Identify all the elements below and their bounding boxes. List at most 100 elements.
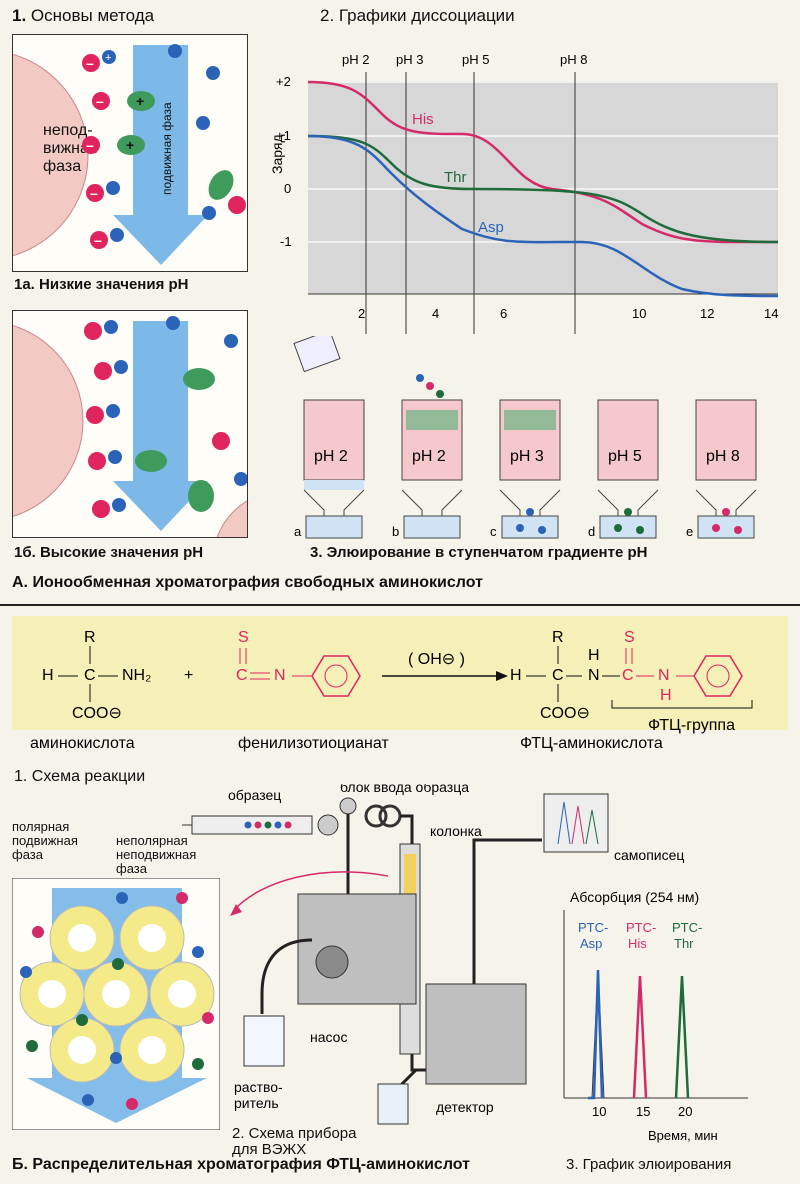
peak-label-asp-l2: Asp xyxy=(580,936,602,951)
panel-1b xyxy=(12,310,248,538)
peak-label-his-l1: PTC- xyxy=(626,920,656,935)
svg-text:+: + xyxy=(184,667,193,684)
curve-asp xyxy=(307,134,779,298)
svg-text:C: C xyxy=(236,667,248,684)
ions-1a: – + – + – + – – xyxy=(82,44,246,249)
panel-1a: подвижная фаза непод- вижная фаза – + – … xyxy=(12,34,248,272)
partition-panel xyxy=(12,878,220,1130)
column-group: pH 2 a pH 2 b pH 3 c pH 5 d xyxy=(293,336,757,539)
analyte-dots xyxy=(20,892,214,1110)
label-aminoacid: аминокислота xyxy=(30,735,135,752)
caption-1b: 1б. Высокие значения pH xyxy=(14,544,204,561)
reaction-scheme: R H C NH₂ COO⊖ + S C N ( OH⊖ ) R H C H N… xyxy=(30,629,753,752)
col-c-ph: pH 3 xyxy=(510,448,544,465)
ytick-plus2: +2 xyxy=(276,74,291,89)
label-solvent-l2: ритель xyxy=(234,1095,279,1111)
caption-b2: 2. Схема прибора для ВЭЖХ xyxy=(232,1125,357,1158)
stationary-label-1a-l1: непод- xyxy=(43,122,93,139)
svg-text:R: R xyxy=(552,629,564,646)
svg-text:S: S xyxy=(238,629,249,646)
xtick-2: 2 xyxy=(358,306,365,321)
label-thr: Thr xyxy=(444,169,467,186)
peak-label-thr-l2: Thr xyxy=(674,936,694,951)
xtick-12: 12 xyxy=(700,306,714,321)
peak-his xyxy=(632,975,648,1099)
label-detector: детектор xyxy=(436,1099,494,1115)
elution-xtick-15: 15 xyxy=(636,1104,650,1119)
ph-marker-8: pH 8 xyxy=(560,52,587,67)
ytick-minus1: -1 xyxy=(280,234,292,249)
caption-b3: 3. График элюирования xyxy=(566,1156,732,1173)
svg-text:COO⊖: COO⊖ xyxy=(540,705,590,722)
xtick-4: 4 xyxy=(432,306,439,321)
peak-asp xyxy=(588,969,604,1100)
elution-columns: pH 2 a pH 2 b pH 3 c pH 5 d xyxy=(293,336,757,539)
svg-text:COO⊖: COO⊖ xyxy=(72,705,122,722)
x-ticks: 2 4 6 10 12 14 xyxy=(358,306,778,321)
frac-a: a xyxy=(294,524,302,539)
frac-b: b xyxy=(392,524,399,539)
caption-b1: 1. Схема реакции xyxy=(14,768,146,785)
svg-text:+: + xyxy=(105,52,111,64)
svg-text:N: N xyxy=(658,667,670,684)
svg-text:–: – xyxy=(96,93,104,109)
elution-y-label: Абсорбция (254 нм) xyxy=(570,889,699,905)
xtick-10: 10 xyxy=(632,306,646,321)
peak-label-asp-l1: PTC- xyxy=(578,920,608,935)
label-his: His xyxy=(412,111,434,128)
label-polar: полярная подвижная фаза xyxy=(12,819,78,862)
stationary-label-1a-l3: фаза xyxy=(43,158,81,175)
col-b-ph: pH 2 xyxy=(412,448,446,465)
section-divider xyxy=(0,604,800,606)
svg-text:H: H xyxy=(660,687,672,704)
high-ph-diagram xyxy=(13,316,247,537)
label-pitc: фенилизотиоцианат xyxy=(238,735,389,752)
svg-text:C: C xyxy=(622,667,634,684)
col-a-ph: pH 2 xyxy=(314,448,348,465)
panel-a1-heading: 1. Основы метода xyxy=(12,6,155,25)
svg-text:–: – xyxy=(86,137,94,153)
stationary-phase-1a xyxy=(13,53,89,257)
section-b-title: Б. Распределительная хроматография ФТЦ-а… xyxy=(12,1156,470,1173)
ytick-0: 0 xyxy=(284,181,291,196)
hplc-apparatus: образец блок ввода образца колонка насос… xyxy=(182,784,684,1125)
ytick-plus1: +1 xyxy=(276,128,291,143)
label-column: колонка xyxy=(430,823,482,839)
pump-box xyxy=(297,893,417,1005)
ph-marker-2: pH 2 xyxy=(342,52,369,67)
caption-1a: 1а. Низкие значения pH xyxy=(14,276,189,293)
svg-text:C: C xyxy=(84,667,96,684)
syringe xyxy=(182,815,313,835)
ions-1b xyxy=(84,316,247,518)
frac-e: e xyxy=(686,524,693,539)
low-ph-diagram: подвижная фаза непод- вижная фаза – + – … xyxy=(13,44,246,265)
curve-thr xyxy=(307,134,779,244)
frac-d: d xyxy=(588,524,595,539)
caption-a3: 3. Элюирование в ступенчатом градиенте p… xyxy=(310,544,648,561)
svg-text:H: H xyxy=(42,667,54,684)
svg-text:C: C xyxy=(552,667,564,684)
dissociation-chart: +2 +1 0 -1 Заряд 2 4 6 10 12 14 pH 2 pH … xyxy=(269,52,779,334)
mobile-phase-label-1a: подвижная фаза xyxy=(160,102,174,195)
panel-a2-heading: 2. Графики диссоциации xyxy=(320,6,515,25)
reaction-condition: ( OH⊖ ) xyxy=(408,651,465,668)
y-axis-label: Заряд xyxy=(269,134,285,174)
label-injector: блок ввода образца xyxy=(340,784,469,795)
svg-text:NH₂: NH₂ xyxy=(122,667,151,684)
elution-xtick-10: 10 xyxy=(592,1104,606,1119)
col-e-ph: pH 8 xyxy=(706,448,740,465)
peak-label-thr-l1: PTC- xyxy=(672,920,702,935)
label-solvent-l1: раство- xyxy=(234,1079,283,1095)
peak-thr xyxy=(674,975,690,1099)
label-nonpolar: неполярная неподвижная фаза xyxy=(116,833,197,876)
label-recorder: самописец xyxy=(614,847,684,863)
xtick-14: 14 xyxy=(764,306,778,321)
solvent-bottle xyxy=(243,1015,285,1067)
ph-markers xyxy=(365,72,576,334)
svg-text:N: N xyxy=(588,667,600,684)
section-a-title: А. Ионообменная хроматография свободных … xyxy=(12,574,483,591)
col-d-ph: pH 5 xyxy=(608,448,642,465)
beads xyxy=(416,374,742,534)
reaction-band xyxy=(12,616,788,730)
svg-text:+: + xyxy=(126,137,134,153)
